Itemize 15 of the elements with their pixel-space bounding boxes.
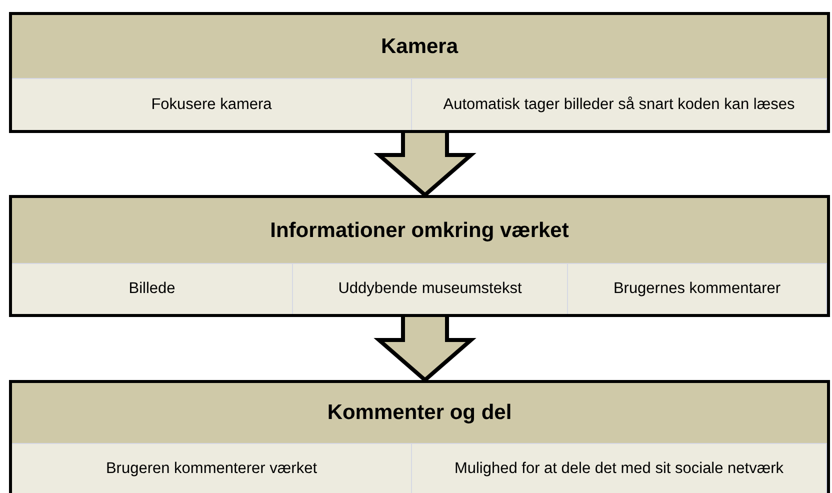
block-arrow [374,315,476,383]
section-heading: Kommenter og del [326,400,513,426]
feature-cell: Billede [12,263,293,314]
feature-cell: Uddybende museumstekst [293,263,568,314]
feature-cell: Brugeren kommenterer værket [12,443,412,493]
section-heading: Informationer omkring værket [269,218,570,244]
section-panel [9,380,830,493]
section-heading: Kamera [380,34,460,60]
block-arrow [374,131,476,198]
feature-cell: Automatisk tager billeder så snart koden kan læses [412,78,827,130]
feature-cell: Fokusere kamera [12,78,412,130]
feature-cell: Brugernes kommentarer [568,263,827,314]
section-panel [9,12,830,133]
section-panel [9,195,830,317]
feature-cell: Mulighed for at dele det med sit sociale netværk [412,443,827,493]
